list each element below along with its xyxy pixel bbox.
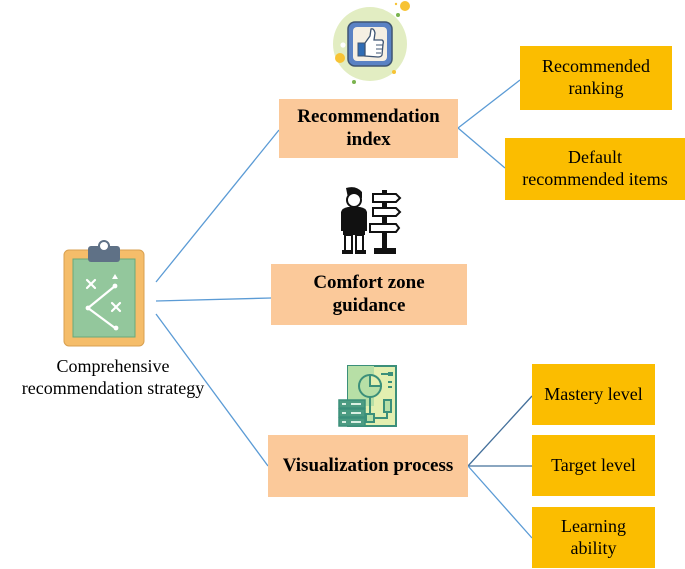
leaf-mastery-level-line1: Mastery level — [544, 383, 643, 404]
branch-comfort-zone-guidance: Comfort zone guidance — [271, 264, 467, 325]
branch-visualization-process: Visualization process — [268, 435, 468, 497]
connector-index-to-default-items — [457, 127, 506, 169]
branch-recommendation-index-line1: Recommendation — [297, 105, 440, 127]
leaf-mastery-level: Mastery level — [532, 364, 655, 425]
connector-root-to-comfort-zone — [155, 297, 272, 302]
leaf-target-level-line1: Target level — [551, 454, 636, 475]
leaf-default-recommended-items: Default recommended items — [505, 138, 685, 200]
connector-visualization-to-mastery — [467, 395, 533, 467]
connector-root-to-visualization — [155, 313, 269, 467]
branch-recommendation-index: Recommendation index — [279, 99, 458, 158]
data-visualization-icon — [338, 365, 397, 427]
leaf-recommended-ranking: Recommended ranking — [520, 46, 672, 110]
leaf-learning-ability-line1: Learning — [561, 515, 626, 536]
leaf-default-items-line1: Default — [568, 147, 622, 168]
branch-recommendation-index-line2: index — [346, 128, 391, 150]
person-signpost-icon — [341, 187, 402, 254]
root-label: Comprehensive recommendation strategy — [8, 356, 218, 399]
leaf-recommended-ranking-line2: ranking — [568, 78, 624, 98]
leaf-learning-ability-line2: ability — [570, 537, 617, 558]
leaf-learning-ability: Learning ability — [532, 507, 655, 568]
branch-visualization-line1: Visualization process — [282, 454, 454, 476]
connector-visualization-to-learning — [467, 465, 533, 539]
leaf-recommended-ranking-line1: Recommended — [542, 56, 650, 77]
leaf-default-items-line2: recommended items — [522, 169, 668, 189]
root-label-line1: Comprehensive — [56, 356, 170, 376]
thumbs-up-icon — [333, 1, 410, 84]
leaf-target-level: Target level — [532, 435, 655, 496]
branch-comfort-zone-line1: Comfort zone — [313, 271, 425, 293]
connector-root-to-recommendation-index — [155, 129, 280, 283]
branch-comfort-zone-line2: guidance — [332, 294, 406, 316]
connector-index-to-ranking — [457, 79, 521, 129]
clipboard-strategy-icon — [63, 240, 145, 347]
root-label-line2: recommendation strategy — [21, 377, 205, 398]
